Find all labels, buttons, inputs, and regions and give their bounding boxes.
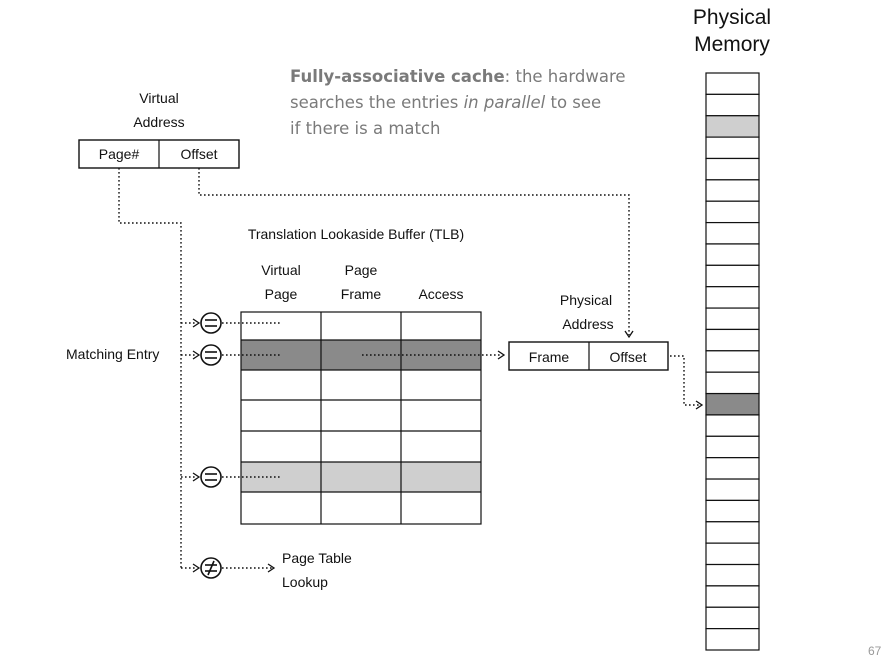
physical-address-label-2: Address — [562, 316, 613, 332]
physical-address-label-1: Physical — [560, 292, 612, 308]
memory-cell — [705, 93, 760, 117]
arrow-head — [695, 400, 704, 410]
memory-cell — [705, 157, 760, 181]
header-virtual-1: Virtual — [261, 262, 300, 278]
virtual-address-label-1: Virtual — [139, 90, 178, 106]
memory-cell — [705, 286, 760, 309]
virtual-offset-field: Offset — [180, 146, 217, 162]
physical-address-box — [508, 341, 669, 371]
header-access: Access — [418, 286, 463, 302]
virtual-address-label-2: Address — [133, 114, 184, 130]
offset-link — [198, 168, 630, 335]
note-line-1: Fully-associative cache: the hardware — [290, 67, 626, 86]
memory-cell — [705, 521, 760, 544]
arrow-head — [192, 563, 201, 573]
memory-cell — [705, 606, 760, 630]
memory-cell — [705, 264, 760, 288]
arrow-head — [497, 350, 506, 360]
memory-cell — [705, 435, 760, 459]
arrow-head — [192, 318, 201, 328]
memory-cell — [705, 414, 760, 437]
header-frame-2: Frame — [341, 286, 382, 302]
physical-memory-title-2: Memory — [694, 33, 770, 56]
compare-not-equal — [200, 557, 222, 579]
memory-cell — [705, 179, 760, 202]
arrow-head — [624, 330, 634, 339]
physical-memory-title-1: Physical — [693, 6, 771, 29]
tlb-row-matching — [241, 340, 481, 370]
physical-offset-field: Offset — [609, 349, 646, 365]
memory-cell — [705, 457, 760, 480]
matching-entry-label: Matching Entry — [66, 346, 159, 362]
memory-cell — [705, 392, 760, 416]
memory-cell — [705, 115, 760, 138]
tlb-title: Translation Lookaside Buffer (TLB) — [248, 226, 464, 242]
virtual-address-box — [78, 139, 240, 169]
physical-memory-column — [705, 72, 760, 651]
arrow-head — [192, 350, 201, 360]
note-line-3: if there is a match — [290, 119, 441, 138]
note-line-2: searches the entries in parallel to see — [290, 93, 601, 112]
compare-equal-3 — [200, 466, 222, 488]
memory-cell — [705, 478, 760, 502]
memory-cell — [705, 628, 760, 651]
memory-link — [670, 355, 700, 406]
header-frame-1: Page — [345, 262, 378, 278]
memory-cell — [705, 243, 760, 266]
memory-cell — [705, 221, 760, 245]
page-number: 67 — [868, 644, 882, 658]
tlb-table — [240, 311, 482, 525]
compare-equal-2 — [200, 344, 222, 366]
memory-cell — [705, 499, 760, 523]
memory-cell — [705, 350, 760, 373]
memory-cell — [705, 542, 760, 566]
header-virtual-2: Page — [265, 286, 298, 302]
page-table-label-2: Lookup — [282, 574, 328, 590]
memory-cell — [705, 307, 760, 331]
memory-cell — [705, 371, 760, 395]
memory-cell — [705, 72, 760, 95]
arrow-head — [192, 472, 201, 482]
memory-cell — [705, 563, 760, 587]
memory-cell — [705, 200, 760, 224]
memory-cell — [705, 585, 760, 608]
frame-field: Frame — [529, 349, 570, 365]
page-number-field: Page# — [99, 146, 140, 162]
arrow-head — [267, 563, 276, 573]
page-table-label-1: Page Table — [282, 550, 352, 566]
tlb-row-light — [241, 462, 481, 492]
memory-cell — [705, 328, 760, 352]
memory-cell — [705, 136, 760, 160]
page-number-bus — [118, 168, 182, 568]
compare-equal-1 — [200, 312, 222, 334]
